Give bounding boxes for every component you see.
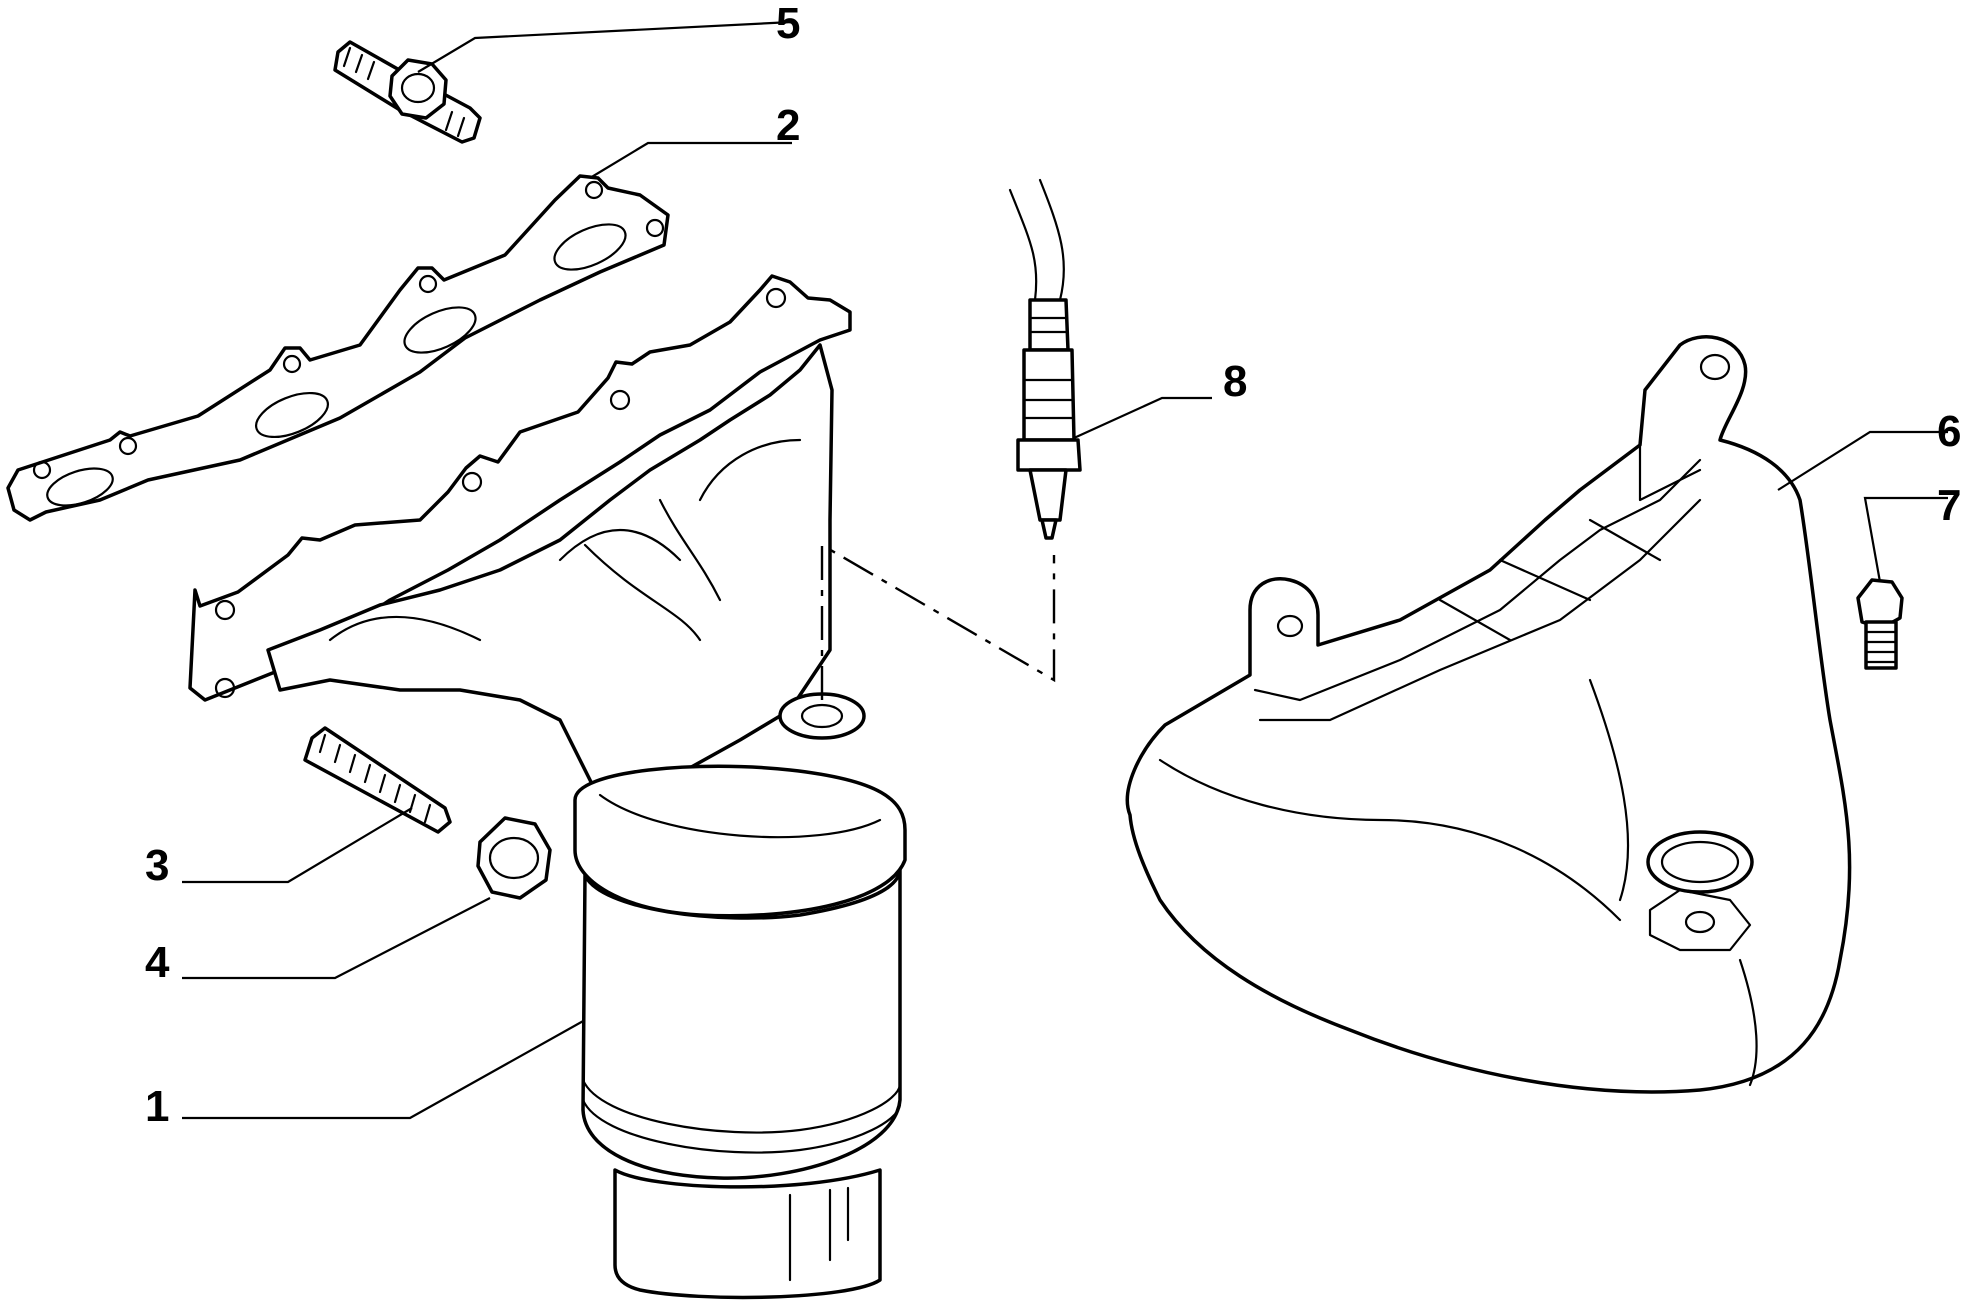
part-5-stud-with-nut[interactable] xyxy=(333,40,482,144)
part-4-nut[interactable] xyxy=(476,816,552,900)
part-6-heat-shield[interactable] xyxy=(1125,335,1852,1094)
callout-4: 4 xyxy=(145,938,170,987)
callout-3: 3 xyxy=(145,841,169,890)
callout-6: 6 xyxy=(1937,407,1961,456)
assembly-dash-line xyxy=(820,542,1056,700)
callout-1: 1 xyxy=(145,1082,169,1131)
callout-8: 8 xyxy=(1223,357,1247,406)
leader-lines xyxy=(182,20,1948,1120)
callout-5: 5 xyxy=(776,0,800,48)
part-8-oxygen-sensor[interactable] xyxy=(1008,178,1082,540)
part-3-stud[interactable] xyxy=(303,726,452,834)
part-1-manifold-catalytic-converter[interactable] xyxy=(188,274,907,1300)
callout-7: 7 xyxy=(1937,481,1961,530)
part-7-bolt[interactable] xyxy=(1856,578,1904,670)
callout-2: 2 xyxy=(776,101,800,150)
part-2-manifold-gasket[interactable] xyxy=(6,174,670,522)
